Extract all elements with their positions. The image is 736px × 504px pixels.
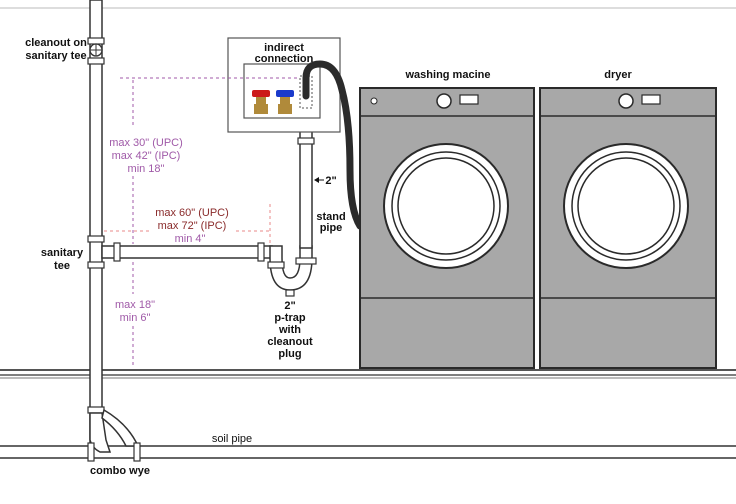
ptrap-label-3: with [278, 324, 301, 336]
washing-machine [359, 87, 535, 369]
combo-wye-label: combo wye [90, 465, 150, 477]
trap-arm-dim-2: max 72" (IPC) [158, 220, 227, 232]
ptrap-label-2: p-trap [274, 312, 305, 324]
washer-dial-icon [436, 93, 452, 109]
dryer-display [641, 94, 661, 105]
washer-label: washing macine [405, 69, 491, 81]
vertical-stack [87, 0, 105, 447]
soil-pipe-label: soil pipe [212, 433, 252, 445]
tee-height-dim-1: max 18" [115, 299, 155, 311]
standpipe-label: 2" [325, 175, 336, 187]
standpipe-dim-3: min 18" [128, 163, 165, 175]
washer-display [459, 94, 479, 105]
p-trap [267, 245, 317, 297]
drain-hose [302, 60, 364, 230]
indirect-connection-label-2: connection [255, 53, 314, 65]
sanitary-tee-label: sanitary [41, 247, 84, 259]
dryer-dial-icon [618, 93, 634, 109]
cleanout-label: cleanout on [25, 37, 87, 49]
floor [0, 369, 736, 379]
cold-valve-icon [276, 90, 294, 114]
sanitary-tee-label-2: tee [54, 260, 70, 272]
ptrap-label: 2" [284, 300, 295, 312]
dimension-lines [104, 77, 300, 368]
cleanout-label-2: sanitary tee [25, 50, 86, 62]
indirect-connection-label: indirect [264, 42, 304, 54]
standpipe-label-3: pipe [320, 222, 343, 234]
hot-valve-icon [252, 90, 270, 114]
combo-wye [87, 408, 141, 462]
ptrap-cleanout-plug [285, 289, 295, 297]
ptrap-label-5: plug [278, 348, 301, 360]
cleanout-plug-icon [89, 43, 103, 57]
ptrap-label-4: cleanout [267, 336, 313, 348]
standpipe-dim-1: max 30" (UPC) [109, 137, 183, 149]
dryer-label: dryer [604, 69, 632, 81]
standpipe-pointer [314, 177, 324, 183]
standpipe-label-2: stand [316, 211, 345, 223]
dryer [539, 87, 717, 369]
standpipe-dim-2: max 42" (IPC) [112, 150, 181, 162]
tee-height-dim-2: min 6" [120, 312, 151, 324]
trap-arm-dim-1: max 60" (UPC) [155, 207, 229, 219]
trap-arm-dim-3: min 4" [175, 233, 206, 245]
soil-pipe [0, 445, 736, 459]
trap-arm-pipe [101, 242, 273, 262]
